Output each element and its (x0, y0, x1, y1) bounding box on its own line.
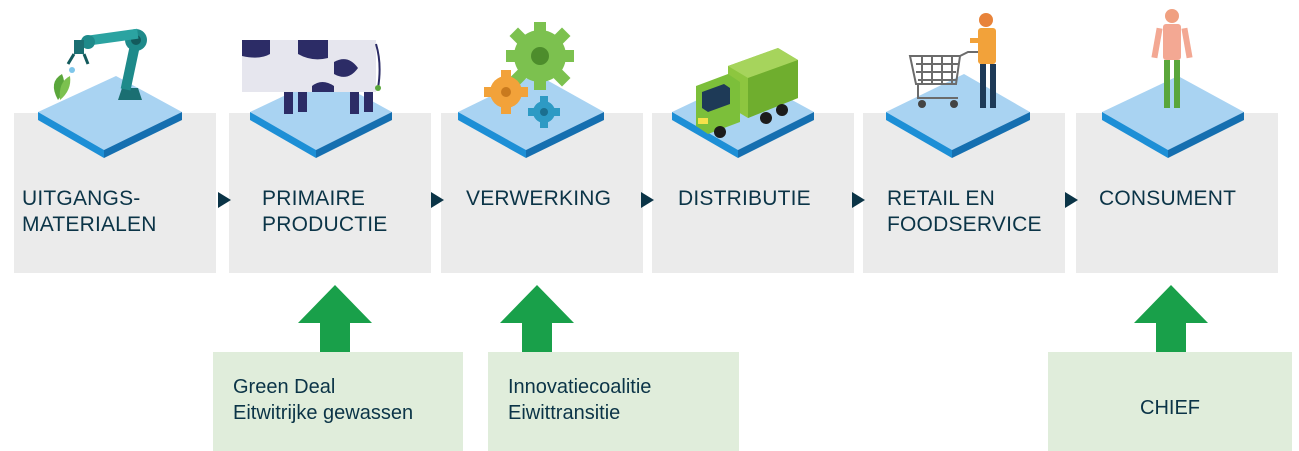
initiative-line: Innovatiecoalitie (508, 376, 652, 398)
stage-label-uitgangsmaterialen: UITGANGS- MATERIALEN (22, 186, 157, 237)
stage-label-primaire-productie: PRIMAIRE PRODUCTIE (262, 186, 387, 237)
flow-arrow-icon (641, 192, 654, 208)
initiative-line: Green Deal (233, 376, 336, 398)
initiative-innovatiecoalitie: Innovatiecoalitie Eiwittransitie (488, 352, 739, 451)
initiative-line: Eiwittransitie (508, 402, 621, 424)
stage-label-verwerking: VERWERKING (466, 186, 611, 212)
initiative-chief: CHIEF (1048, 352, 1292, 451)
initiative-green-deal: Green Deal Eitwitrijke gewassen (213, 352, 463, 451)
up-arrow-icon (500, 285, 574, 353)
up-arrow-icon (298, 285, 372, 353)
stage-label-line: PRODUCTIE (262, 212, 388, 236)
flow-arrow-icon (1065, 192, 1078, 208)
stage-label-line: DISTRIBUTIE (678, 187, 811, 210)
platform-6 (1102, 76, 1244, 158)
up-arrow-icon (1134, 285, 1208, 353)
stage-label-line: VERWERKING (466, 187, 612, 210)
flow-arrow-icon (218, 192, 231, 208)
gears-icon (484, 22, 574, 128)
stage-label-consument: CONSUMENT (1099, 186, 1236, 212)
robot-arm-icon (53, 28, 147, 100)
stage-label-retail-foodservice: RETAIL EN FOODSERVICE (887, 186, 1042, 237)
platform-1 (38, 76, 182, 158)
initiative-line: CHIEF (1140, 397, 1200, 419)
stage-label-line: MATERIALEN (22, 212, 157, 236)
truck-icon (696, 48, 798, 138)
shopping-cart-person-icon (908, 13, 996, 108)
stage-label-line: FOODSERVICE (887, 212, 1042, 236)
stage-label-distributie: DISTRIBUTIE (678, 186, 811, 212)
initiative-line: Eitwitrijke gewassen (233, 402, 414, 424)
stage-label-line: RETAIL EN (887, 187, 995, 210)
stage-label-line: UITGANGS- (22, 187, 141, 210)
cow-icon (242, 40, 381, 114)
flow-arrow-icon (431, 192, 444, 208)
flow-arrow-icon (852, 192, 865, 208)
stage-label-line: PRIMAIRE (262, 187, 366, 210)
stage-label-line: CONSUMENT (1099, 187, 1237, 210)
consumer-person-icon (1151, 9, 1193, 108)
